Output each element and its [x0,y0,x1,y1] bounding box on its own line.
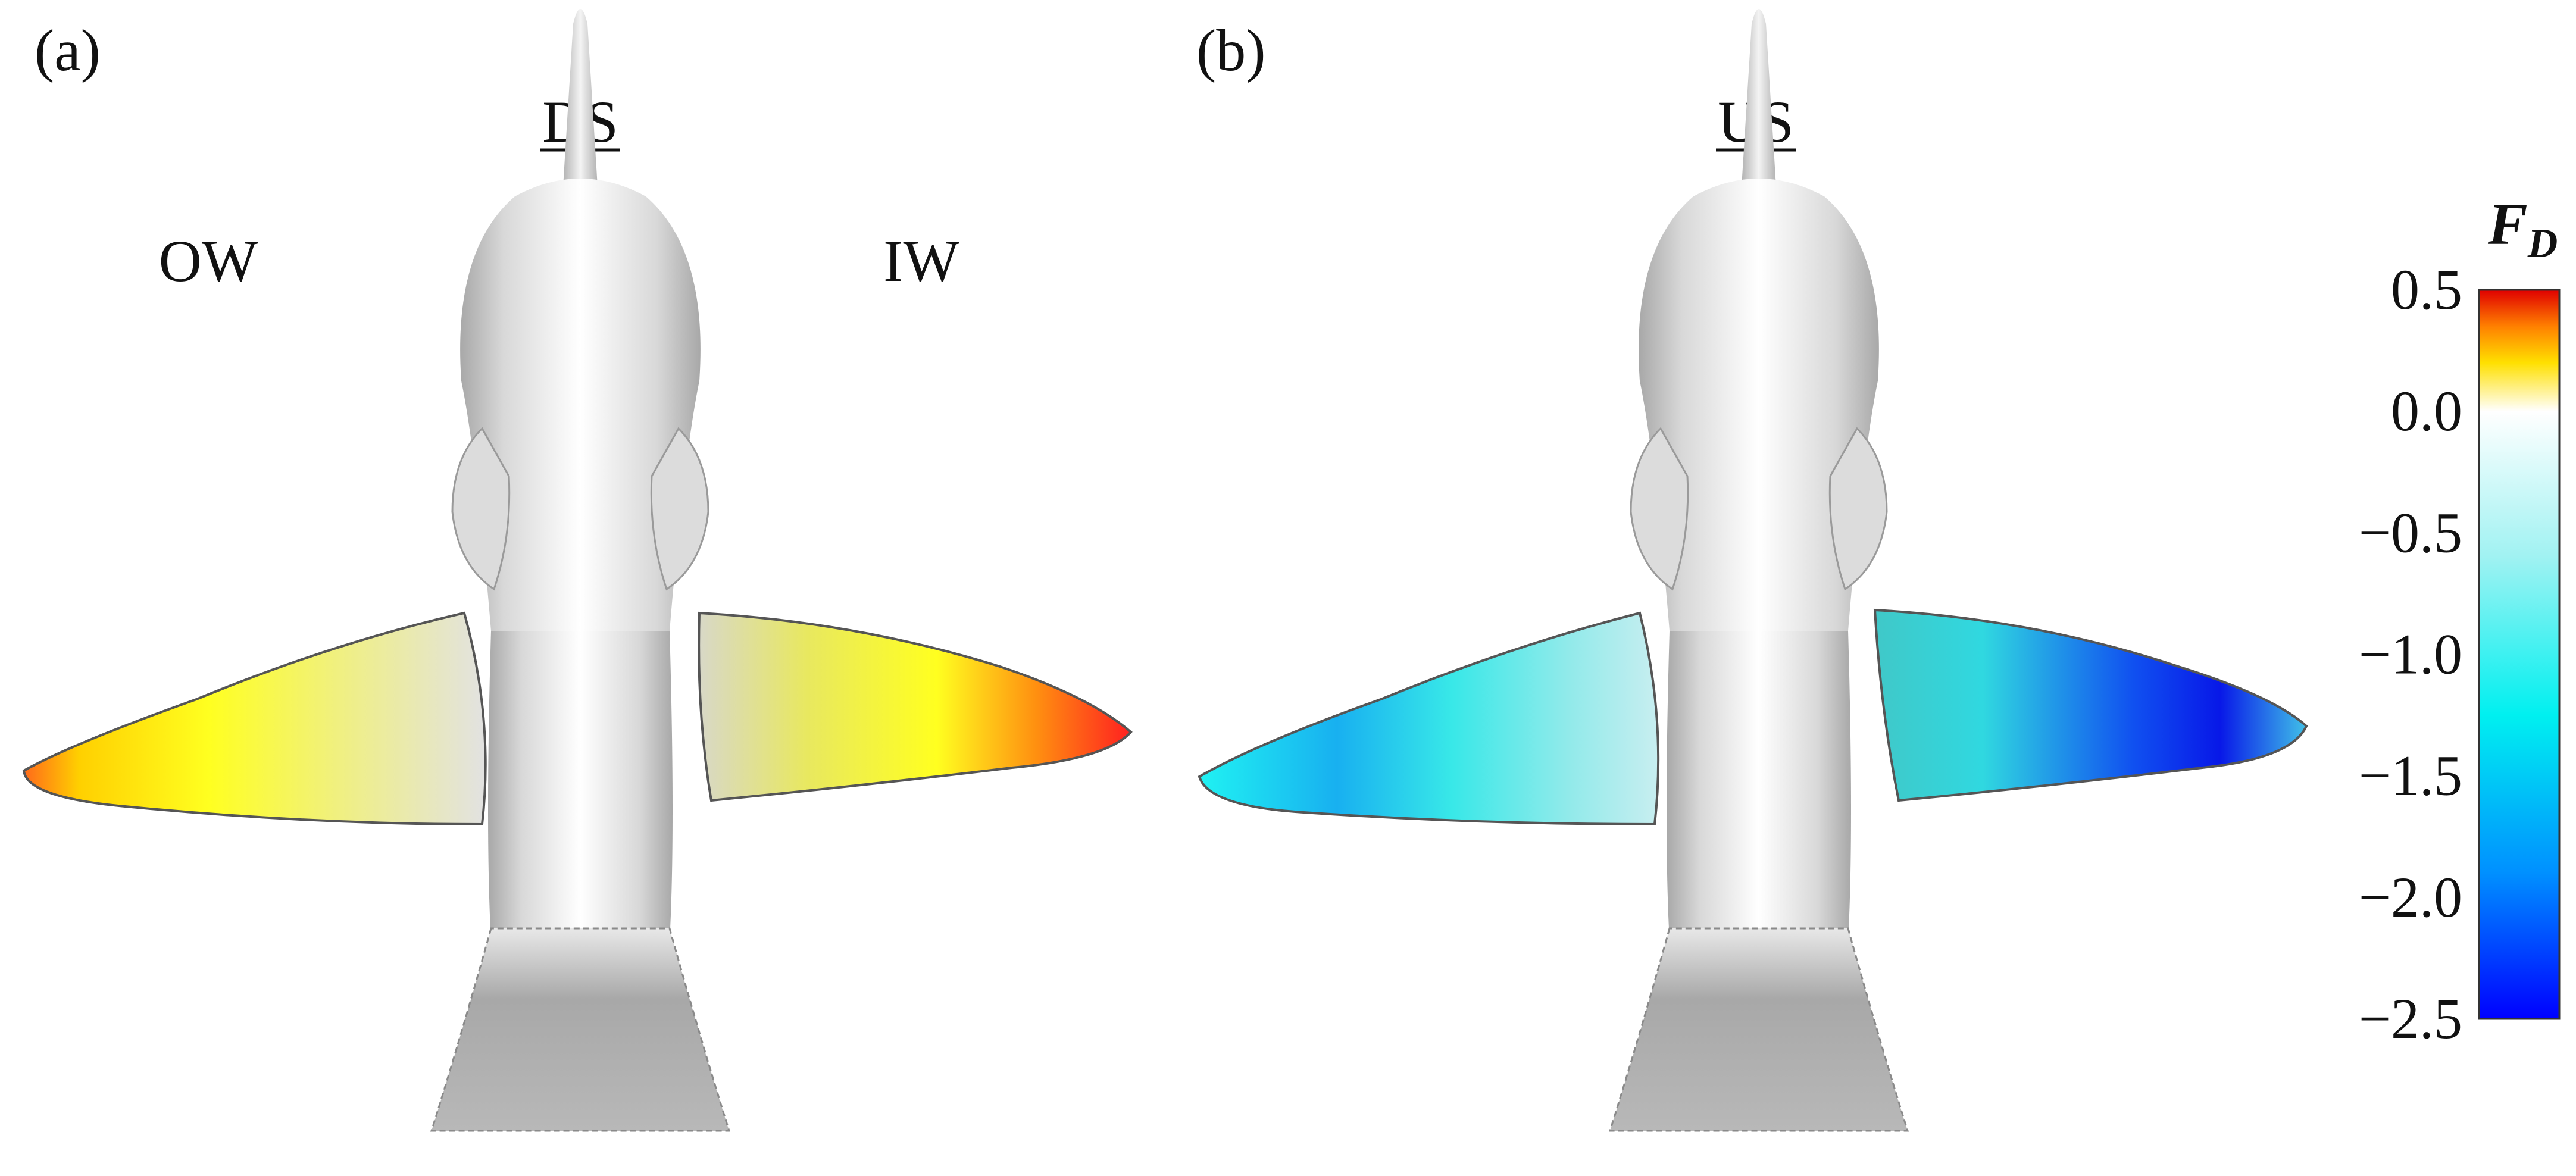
colorbar-tick-label: −2.0 [2359,865,2462,929]
inner-wing-b [1873,608,2308,802]
colorbar-tick-label: 0.0 [2391,379,2462,443]
inner-wing-a [698,611,1133,802]
panel-label-a: (a) [35,17,101,83]
colorbar-ticks: 0.5 0.0 −0.5 −1.0 −1.5 −2.0 −2.5 [2359,258,2462,1050]
outer-wing-b [1198,611,1660,826]
bird-body-b [1609,8,1909,1132]
wing-label-outer: OW [159,228,258,294]
colorbar-gradient [2478,289,2561,1020]
colorbar-tick-label: −1.5 [2359,744,2462,808]
panel-label-b: (b) [1196,17,1266,83]
outer-wing-a [22,611,487,826]
colorbar-title: FD [2487,191,2558,267]
panel-a: (a) DS OW IW [22,8,1133,1132]
colorbar: FD 0.5 0.0 −0.5 −1.0 −1.5 −2.0 −2.5 [2359,191,2561,1050]
bird-body-a [430,8,730,1132]
colorbar-tick-label: −0.5 [2359,501,2462,564]
wing-label-inner: IW [883,228,959,294]
panel-b: (b) US [1196,8,2308,1132]
colorbar-tick-label: −2.5 [2359,987,2462,1050]
colorbar-tick-label: 0.5 [2391,258,2462,321]
colorbar-tick-label: −1.0 [2359,623,2462,686]
